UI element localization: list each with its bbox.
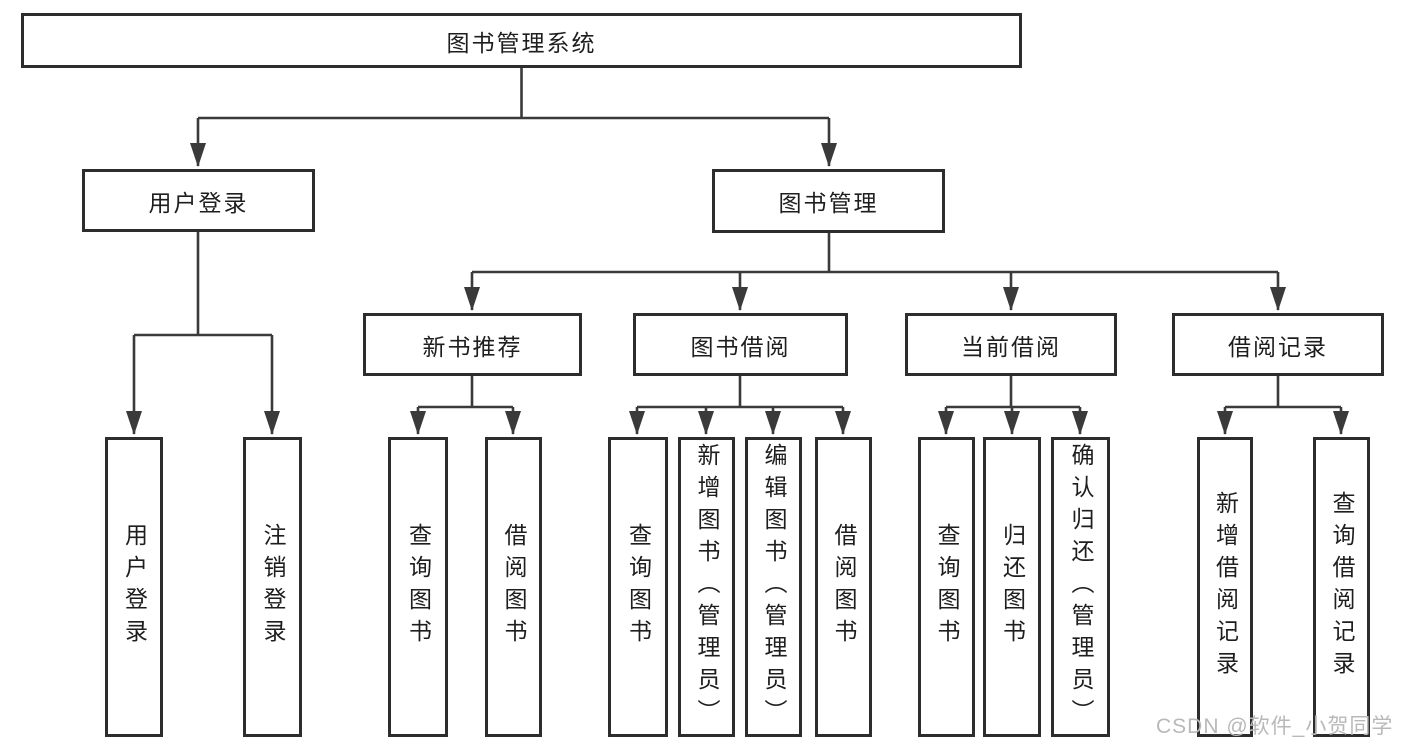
leaf-add-borrow-record-label: 新增借阅记录 xyxy=(1212,491,1239,683)
node-borrow-records-label: 借阅记录 xyxy=(1228,333,1328,360)
leaf-borrow-books-new-label: 借阅图书 xyxy=(501,523,527,651)
leaf-query-books-new: 查询图书 xyxy=(388,437,448,737)
node-book-mgmt: 图书管理 xyxy=(712,169,945,233)
node-user-login-label: 用户登录 xyxy=(148,189,249,216)
leaf-return-books-label: 归还图书 xyxy=(999,523,1026,651)
connector-book-mgmt-to-level3 xyxy=(464,232,1286,311)
node-borrow-records: 借阅记录 xyxy=(1172,313,1384,376)
leaf-edit-books-admin: 编辑图书（管理员） xyxy=(745,437,802,737)
leaf-confirm-return-admin-label: 确认归还（管理员） xyxy=(1068,443,1094,731)
node-user-login: 用户登录 xyxy=(82,169,315,232)
leaf-user-login: 用户登录 xyxy=(105,437,163,737)
leaf-add-books-admin-label: 新增图书（管理员） xyxy=(694,443,720,731)
leaf-query-books-borrow-label: 查询图书 xyxy=(625,523,652,651)
leaf-borrow-books-new: 借阅图书 xyxy=(485,437,542,737)
leaf-borrow-books-label: 借阅图书 xyxy=(831,523,857,651)
leaf-borrow-books: 借阅图书 xyxy=(815,437,872,737)
leaf-logout-label: 注销登录 xyxy=(260,523,286,651)
node-new-books: 新书推荐 xyxy=(363,313,582,376)
leaf-confirm-return-admin: 确认归还（管理员） xyxy=(1051,437,1110,737)
leaf-query-books-borrow: 查询图书 xyxy=(608,437,668,737)
node-book-borrow: 图书借阅 xyxy=(633,313,848,376)
connector-book-borrow-to-leaves xyxy=(629,376,851,435)
leaf-query-books-new-label: 查询图书 xyxy=(405,523,432,651)
connector-borrow-records-to-leaves xyxy=(1217,376,1349,435)
leaf-add-books-admin: 新增图书（管理员） xyxy=(678,437,735,737)
leaf-query-borrow-record-label: 查询借阅记录 xyxy=(1329,491,1355,683)
connector-root-to-level2 xyxy=(190,68,837,167)
node-root-label: 图书管理系统 xyxy=(446,29,597,56)
node-root: 图书管理系统 xyxy=(21,13,1022,68)
connector-current-borrow-to-leaves xyxy=(938,376,1088,435)
leaf-add-borrow-record: 新增借阅记录 xyxy=(1197,437,1253,737)
leaf-logout: 注销登录 xyxy=(243,437,302,737)
connector-new-books-to-leaves xyxy=(410,376,521,435)
leaf-query-books-current-label: 查询图书 xyxy=(934,523,960,651)
node-new-books-label: 新书推荐 xyxy=(422,333,523,360)
node-current-borrow-label: 当前借阅 xyxy=(961,333,1061,360)
leaf-query-books-current: 查询图书 xyxy=(918,437,975,737)
node-current-borrow: 当前借阅 xyxy=(905,313,1117,376)
csdn-watermark: CSDN @软件_小贺同学 xyxy=(1156,715,1394,738)
leaf-return-books: 归还图书 xyxy=(983,437,1041,737)
node-book-mgmt-label: 图书管理 xyxy=(778,190,879,216)
leaf-query-borrow-record: 查询借阅记录 xyxy=(1313,437,1370,737)
connector-user-login-to-leaves xyxy=(126,232,280,435)
node-book-borrow-label: 图书借阅 xyxy=(690,333,791,360)
leaf-user-login-label: 用户登录 xyxy=(121,523,148,651)
leaf-edit-books-admin-label: 编辑图书（管理员） xyxy=(761,443,787,731)
